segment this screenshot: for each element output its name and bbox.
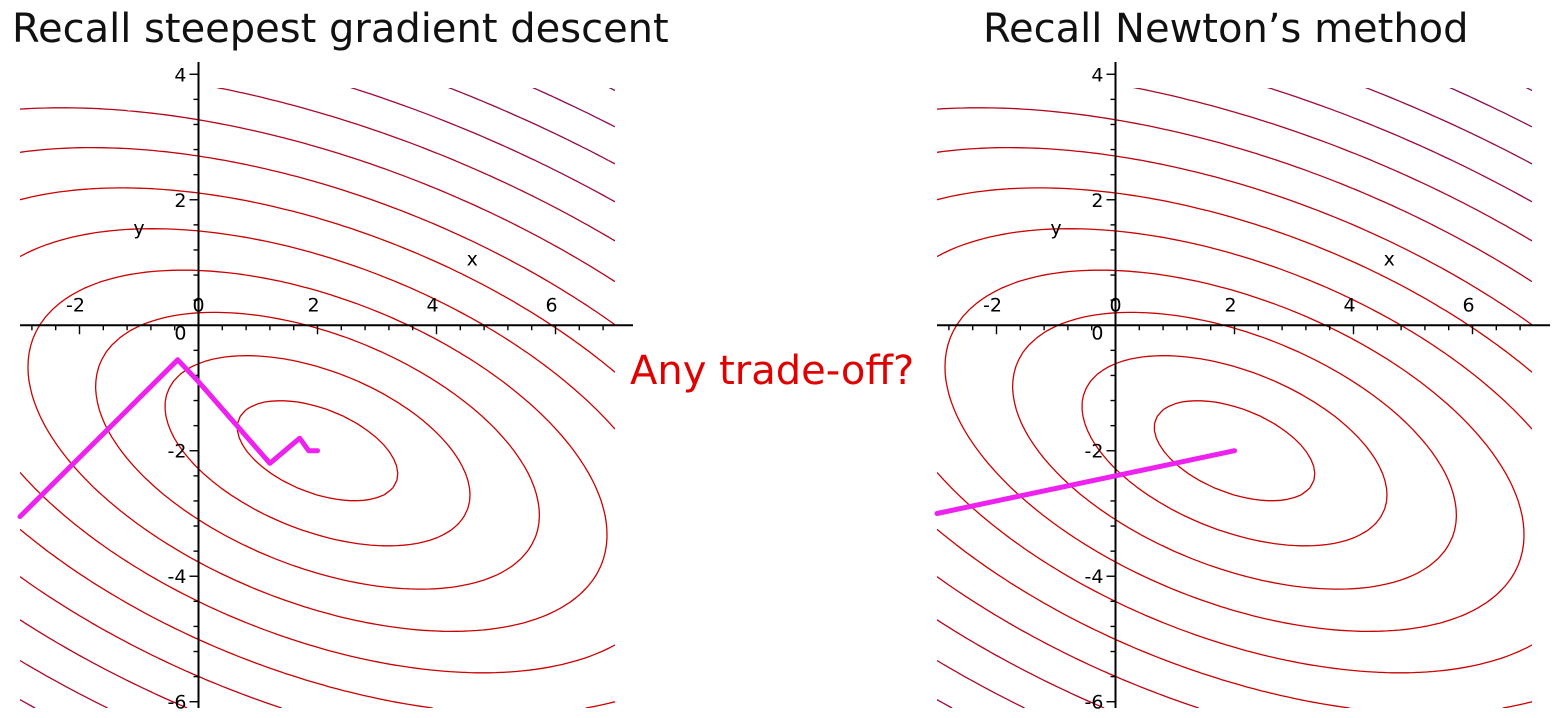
contour-line xyxy=(1081,355,1388,547)
axes: -2 0 2 4 6 -6 -4 -2 0 2 4 x y xyxy=(20,62,633,714)
contour-line xyxy=(944,269,1525,633)
left-chart-title: Recall steepest gradient descent xyxy=(12,6,669,52)
y-tick-label: -2 xyxy=(1085,441,1104,463)
x-tick-label: -2 xyxy=(983,294,1002,316)
trade-off-question: Any trade-off? xyxy=(630,348,915,394)
contour-line xyxy=(937,187,1532,708)
y-tick-label: 0 xyxy=(1091,322,1103,344)
y-tick-label: -2 xyxy=(168,441,187,463)
x-axis-label: x xyxy=(467,249,478,271)
x-tick-label: 2 xyxy=(1224,294,1236,316)
y-tick-label: 4 xyxy=(174,64,186,86)
contour-line xyxy=(937,107,1532,708)
contour-line xyxy=(937,88,1532,708)
contour-line xyxy=(1525,88,1532,92)
y-tick-label: 2 xyxy=(1091,190,1103,212)
contour-line xyxy=(532,88,615,128)
axes: -2 0 2 4 6 -6 -4 -2 0 2 4 x y xyxy=(937,62,1550,714)
optimization-path xyxy=(17,357,320,520)
y-tick-label: 2 xyxy=(174,190,186,212)
contour-line xyxy=(20,88,615,708)
contour-line xyxy=(94,311,541,590)
x-tick-label: 4 xyxy=(426,294,438,316)
contour-line xyxy=(1364,88,1532,165)
y-axis-label: y xyxy=(1050,217,1061,239)
contour-line xyxy=(1011,311,1458,590)
contour-line xyxy=(27,269,608,633)
contour-line xyxy=(20,228,615,674)
contour-line xyxy=(937,228,1532,674)
optimization-path xyxy=(934,448,1237,516)
y-tick-label: 4 xyxy=(1091,64,1103,86)
contour-lines xyxy=(937,88,1532,708)
contour-line xyxy=(20,107,615,708)
x-tick-label: 4 xyxy=(1343,294,1355,316)
x-tick-label: 6 xyxy=(1462,294,1474,316)
x-tick-label: 6 xyxy=(545,294,557,316)
contour-line xyxy=(608,88,615,92)
contour-line xyxy=(447,88,615,165)
contour-line xyxy=(20,88,615,708)
y-tick-label: -6 xyxy=(1085,692,1104,714)
y-tick-label: -4 xyxy=(168,566,187,588)
contour-line xyxy=(20,187,615,708)
x-tick-label: -2 xyxy=(66,294,85,316)
right-chart-title: Recall Newton’s method xyxy=(983,6,1469,52)
y-tick-label: -4 xyxy=(1085,566,1104,588)
gradient-descent-contour-plot: -2 0 2 4 6 -6 -4 -2 0 2 4 x y xyxy=(17,62,633,714)
x-tick-label: 2 xyxy=(307,294,319,316)
x-tick-label: 0 xyxy=(1109,294,1121,316)
newton-method-contour-plot: -2 0 2 4 6 -6 -4 -2 0 2 4 x y xyxy=(934,62,1550,714)
contour-line xyxy=(937,88,1532,708)
contour-line xyxy=(20,146,615,708)
contour-line xyxy=(1449,88,1532,128)
x-axis-label: x xyxy=(1384,249,1395,271)
y-axis-label: y xyxy=(133,217,144,239)
contour-line xyxy=(937,146,1532,708)
x-tick-label: 0 xyxy=(192,294,204,316)
contour-line xyxy=(1153,400,1316,502)
y-tick-label: -6 xyxy=(168,692,187,714)
contour-lines xyxy=(20,88,615,708)
y-tick-label: 0 xyxy=(174,322,186,344)
contour-line xyxy=(236,400,399,502)
contour-line xyxy=(164,355,471,547)
